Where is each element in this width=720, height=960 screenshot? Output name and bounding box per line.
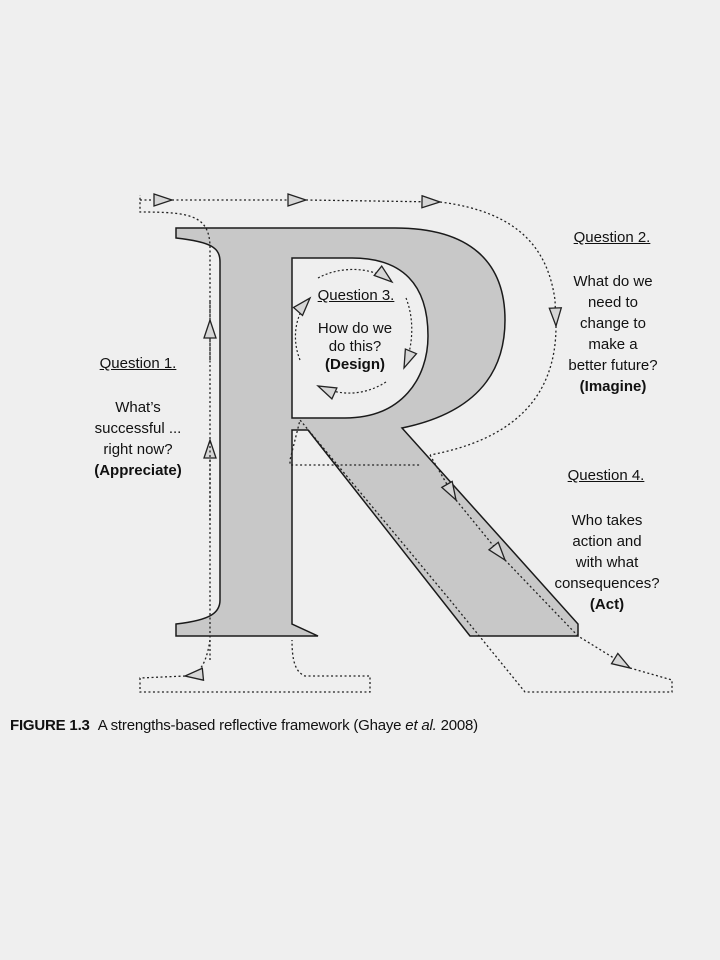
question-3-line: do this? <box>328 338 382 355</box>
question-2-line: better future? <box>568 357 658 374</box>
question-4-line: Who takes <box>571 512 643 529</box>
flow-path-outer <box>139 195 673 693</box>
question-2-line: What do we <box>573 273 653 290</box>
figure-caption: FIGURE 1.3 A strengths-based reflective f… <box>10 717 478 734</box>
caption-italic: et al. <box>405 717 437 734</box>
question-3-line: How do we <box>317 320 393 337</box>
question-1-phase: (Appreciate) <box>94 462 182 479</box>
question-2-line: change to <box>580 315 646 332</box>
question-4-line: consequences? <box>554 575 660 592</box>
question-4-title: Question 4. <box>567 467 645 484</box>
caption-year: 2008) <box>436 717 479 734</box>
question-1-text: What’s successful ... right now? (Apprec… <box>80 397 196 481</box>
figure-label: FIGURE 1.3 <box>10 717 90 734</box>
question-3-title: Question 3. <box>317 287 395 304</box>
question-4-line: with what <box>575 554 639 571</box>
question-2-text: What do we need to change to make a bett… <box>555 271 671 397</box>
question-2-line: need to <box>587 294 639 311</box>
caption-text: A strengths-based reflective framework (… <box>97 717 406 734</box>
question-1-line: What’s <box>115 399 161 416</box>
question-1-title: Question 1. <box>99 355 177 372</box>
question-3-phase: (Design) <box>325 356 385 373</box>
question-4-line: action and <box>572 533 642 550</box>
question-1-line: right now? <box>103 441 173 458</box>
question-2-phase: (Imagine) <box>579 378 647 395</box>
question-2-line: make a <box>588 336 638 353</box>
question-2-title: Question 2. <box>573 229 651 246</box>
question-3-text: How do we do this? (Design) <box>300 320 410 374</box>
question-4-text: Who takes action and with what consequen… <box>540 510 674 615</box>
question-1-line: successful ... <box>94 420 182 437</box>
flow-path-inner <box>295 269 411 393</box>
question-4-phase: (Act) <box>589 596 625 613</box>
letter-r-shape <box>175 227 579 637</box>
